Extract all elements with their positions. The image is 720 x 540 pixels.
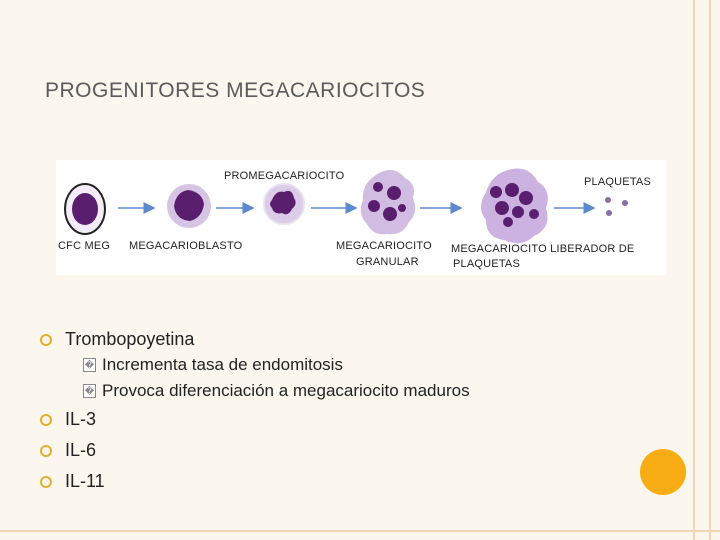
plaquetas-cells <box>605 197 628 216</box>
megacariocito-liberador-cell <box>481 169 548 244</box>
bullet-text: IL-3 <box>65 404 96 435</box>
sub-bullet-text: Incrementa tasa de endomitosis <box>102 352 343 378</box>
frame-line-bottom <box>0 530 720 532</box>
sub-bullet-text: Provoca diferenciación a megacariocito m… <box>102 378 470 404</box>
sub-bullet-icon: � <box>83 358 96 372</box>
bullet-list: Trombopoyetina � Incrementa tasa de endo… <box>40 324 600 497</box>
bullet-icon <box>40 414 52 426</box>
label-liberador-2: PLAQUETAS <box>453 258 520 270</box>
bullet-item: IL-6 <box>40 435 600 466</box>
frame-line-right-outer <box>709 0 711 540</box>
label-cfc-meg: CFC MEG <box>58 240 110 252</box>
label-plaquetas: PLAQUETAS <box>584 176 651 188</box>
bullet-item: IL-3 <box>40 404 600 435</box>
megacariocito-granular-cell <box>361 170 416 234</box>
bullet-text: Trombopoyetina <box>65 324 194 355</box>
promegacariocito-cell <box>264 184 304 224</box>
bullet-text: IL-11 <box>65 466 105 497</box>
frame-line-right-inner <box>693 0 695 540</box>
sub-bullet-item: � Provoca diferenciación a megacariocito… <box>40 378 600 404</box>
label-liberador-1: MEGACARIOCITO LIBERADOR DE <box>451 243 634 255</box>
slide-title: PROGENITORES MEGACARIOCITOS <box>45 79 425 103</box>
label-megacariocito-granular-1: MEGACARIOCITO <box>336 240 432 252</box>
bullet-icon <box>40 445 52 457</box>
label-megacarioblasto: MEGACARIOBLASTO <box>129 240 243 252</box>
decorative-circle <box>640 449 686 495</box>
bullet-text: IL-6 <box>65 435 96 466</box>
label-megacariocito-granular-2: GRANULAR <box>356 256 419 268</box>
bullet-icon <box>40 334 52 346</box>
bullet-icon <box>40 476 52 488</box>
bullet-item: IL-11 <box>40 466 600 497</box>
megakaryocyte-diagram: CFC MEG MEGACARIOBLASTO PROMEGACARIOCITO… <box>56 160 666 275</box>
sub-bullet-item: � Incrementa tasa de endomitosis <box>40 352 600 378</box>
label-promegacariocito: PROMEGACARIOCITO <box>224 170 345 182</box>
bullet-item: Trombopoyetina <box>40 324 600 352</box>
cfc-meg-cell <box>65 184 105 234</box>
megacarioblasto-cell <box>167 184 211 228</box>
sub-bullet-icon: � <box>83 384 96 398</box>
